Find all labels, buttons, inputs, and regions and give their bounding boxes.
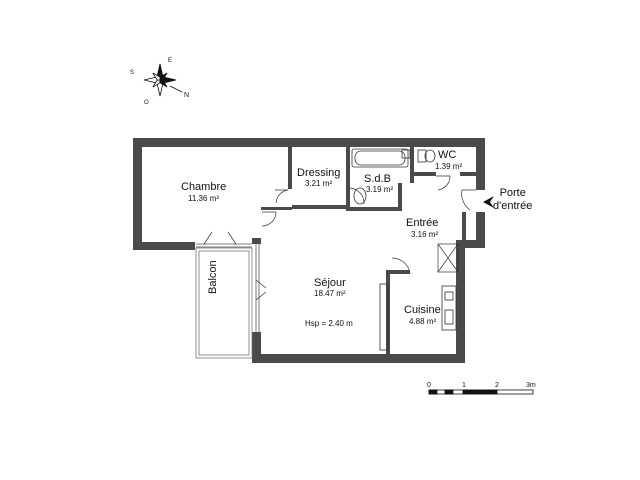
room-entree-area: 3.16 m² [411,230,439,239]
room-sejour-area: 18.47 m² [314,289,346,298]
windows [196,243,260,332]
balcony-outline [195,247,253,359]
entrance-label-line2: d'entrée [493,200,533,212]
entrance-label-line1: Porte [499,187,526,199]
room-dressing-name: Dressing [297,167,341,179]
room-sdb-name: S.d.B [364,173,391,185]
scale-label-1: 1 [462,382,466,389]
scale-bar [428,389,534,395]
sink-icon [401,149,411,159]
entrance-label: Porte d'entrée [493,187,532,213]
room-cuisine-name: Cuisine [404,304,441,316]
entrance-arrow-icon [483,196,494,208]
room-chambre-name: Chambre [181,181,227,193]
kitchen-counter-icon [441,285,457,331]
compass-east-label: E [168,58,172,64]
room-wc-area: 1.39 m² [435,162,463,171]
room-dressing-area: 3.21 m² [305,179,333,188]
exterior-walls [133,138,485,363]
bathtub-icon [351,148,409,168]
room-wc-name: WC [438,149,457,161]
scale-label-0: 0 [427,382,431,389]
room-chambre-area: 11.36 m² [188,194,219,203]
compass-north-label: N [184,92,189,99]
closet-icon [437,243,459,273]
room-sdb-area: 3.19 m² [366,185,394,194]
scale-label-2: 2 [495,382,499,389]
scale-label-3: 3m [526,382,536,389]
sink-icon [353,187,367,205]
compass-rose-icon: N S E O [130,58,189,106]
compass-west-label: O [144,100,149,106]
partition-icon [379,283,389,351]
toilet-icon [417,149,436,163]
room-balcon-name: Balcon [207,260,219,294]
room-entree-name: Entrée [406,217,439,229]
compass-south-label: S [130,70,134,76]
room-cuisine-area: 4.88 m² [409,317,437,326]
room-sejour-height: Hsp = 2.40 m [305,319,353,328]
room-sejour-name: Séjour [314,277,346,289]
